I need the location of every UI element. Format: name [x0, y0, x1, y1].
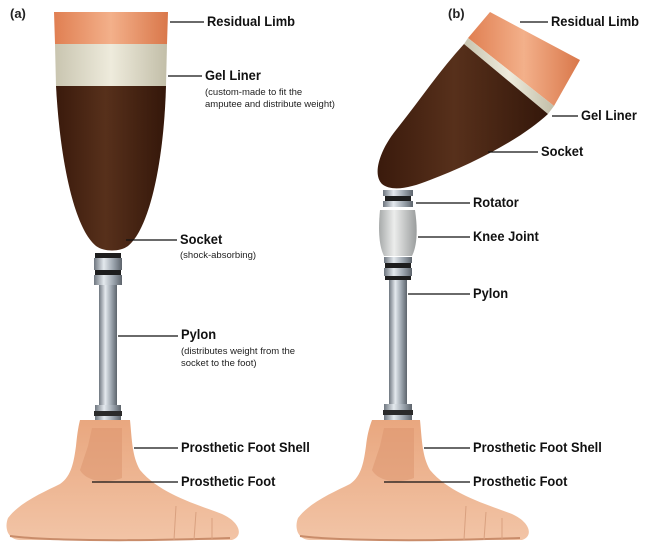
label-foot-shell-a: Prosthetic Foot Shell: [181, 439, 310, 455]
label-socket-a: Socket: [180, 231, 222, 247]
note-pylon-a-line2: socket to the foot): [181, 358, 257, 370]
rotator-b: [383, 190, 413, 196]
panel-label-b: (b): [448, 6, 465, 21]
label-knee-joint-b: Knee Joint: [473, 228, 539, 244]
label-residual-limb-b: Residual Limb: [551, 13, 639, 29]
socket-a: [56, 86, 166, 251]
knee-joint-b: [379, 210, 417, 256]
prosthesis-a: [7, 12, 239, 540]
note-gel-liner-a-line2: amputee and distribute weight): [205, 99, 335, 111]
label-pylon-a: Pylon: [181, 326, 216, 342]
label-rotator-b: Rotator: [473, 194, 519, 210]
prosthesis-b: [297, 12, 581, 540]
label-socket-b: Socket: [541, 143, 583, 159]
label-foot-a: Prosthetic Foot: [181, 473, 275, 489]
adapter-a: [95, 253, 121, 258]
label-gel-liner-b: Gel Liner: [581, 107, 637, 123]
note-gel-liner-a-line1: (custom-made to fit the: [205, 87, 302, 99]
gel-liner-a: [55, 44, 167, 86]
label-foot-b: Prosthetic Foot: [473, 473, 567, 489]
residual-limb-a: [54, 12, 168, 44]
label-pylon-b: Pylon: [473, 285, 508, 301]
panel-label-a: (a): [10, 6, 26, 21]
label-gel-liner-a: Gel Liner: [205, 67, 261, 83]
pylon-a: [99, 285, 117, 407]
pylon-b: [389, 280, 407, 406]
note-socket-a: (shock-absorbing): [180, 250, 256, 262]
note-pylon-a-line1: (distributes weight from the: [181, 346, 295, 358]
label-foot-shell-b: Prosthetic Foot Shell: [473, 439, 602, 455]
label-residual-limb-a: Residual Limb: [207, 13, 295, 29]
